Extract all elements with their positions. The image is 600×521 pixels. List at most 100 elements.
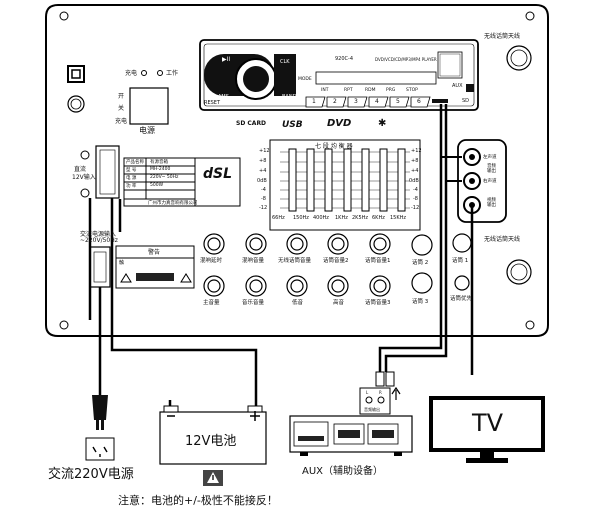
player-num-6[interactable]: 6	[417, 98, 421, 105]
sd-card-label: SD CARD	[236, 120, 267, 127]
brand-logo: dSL	[203, 166, 233, 182]
eq-scale-left-5: -8	[261, 196, 266, 202]
player-num-3[interactable]: 3	[354, 98, 358, 105]
nameplate-key-3: 功 率	[126, 184, 137, 189]
player-btn-int[interactable]: INT	[321, 88, 329, 93]
wires	[88, 104, 474, 412]
dc-input-socket	[95, 145, 120, 199]
knobs-row-1	[203, 233, 391, 255]
charge-led-label: 充电	[125, 70, 138, 77]
eq-band-5: 6KHz	[372, 215, 385, 221]
aux-device-label: AUX（辅助设备）	[302, 466, 384, 477]
knobs-row-2	[203, 275, 391, 297]
dc-input-label-2: 12V输入	[72, 174, 96, 181]
dc-minus-terminal	[80, 150, 90, 160]
player-clk-label: CLK	[280, 59, 290, 65]
switch-charge-label: 充电	[115, 118, 128, 125]
battery-label: 12V电池	[185, 434, 237, 449]
knob-label-reverb-volume: 混响音量	[242, 258, 265, 264]
rca-label-video-out: 视频输出	[487, 198, 496, 208]
player-number-buttons	[305, 96, 431, 108]
jack-label-mic2: 话筒 2	[412, 260, 429, 266]
double-insulation-icon	[67, 65, 85, 83]
panel-screws	[59, 11, 535, 330]
jack-label-mic-priority: 话筒优先	[450, 296, 473, 302]
certification-icon	[67, 95, 85, 113]
power-label: 电源	[139, 126, 155, 135]
knob-label-music: 音乐音量	[242, 300, 265, 306]
eq-scale-left-6: -12	[259, 205, 268, 211]
eq-band-3: 1KHz	[335, 215, 348, 221]
equalizer-panel	[269, 139, 421, 231]
rca-label-right: 右声道	[483, 179, 497, 184]
knob-label-mic2: 话筒音量2	[323, 258, 349, 264]
player-btn-rdm[interactable]: RDM	[365, 88, 376, 93]
eq-band-1: 150Hz	[293, 215, 309, 221]
eq-band-6: 15KHz	[390, 215, 407, 221]
brand-panel	[194, 157, 241, 207]
nameplate-val-2: 220V~ 50Hz	[150, 175, 179, 180]
knob-label-master: 主音量	[203, 300, 220, 306]
bluetooth-icon: ✱	[378, 118, 387, 129]
rca-plugs	[375, 371, 395, 387]
player-num-5[interactable]: 5	[396, 98, 400, 105]
eq-title: 七 段 均 衡 器	[315, 143, 353, 150]
warning-sub-text: 触	[119, 260, 125, 266]
eq-scale-left-2: +4	[259, 168, 267, 174]
player-band-label: BAND	[282, 94, 297, 100]
player-num-2[interactable]: 2	[333, 98, 337, 105]
player-btn-rpt[interactable]: RPT	[344, 88, 353, 93]
aux-device	[289, 386, 413, 456]
knob-label-treble: 高音	[333, 300, 345, 306]
player-btn-prg[interactable]: PRG	[386, 88, 396, 93]
eq-scale-left-4: -4	[261, 187, 266, 193]
rca-output-block	[457, 139, 507, 223]
cd-player-faceplate	[199, 39, 479, 111]
nameplate-val-1: MH-2400	[150, 167, 171, 172]
dc-input-label-1: 直流	[74, 166, 87, 173]
switch-on-label: 开	[118, 93, 125, 100]
ac-input-socket	[89, 246, 111, 288]
ac-source-label: 交流220V电源	[48, 467, 134, 482]
jack-label-mic3: 话筒 3	[412, 299, 429, 305]
sd-slot	[432, 99, 448, 103]
jack-label-mic1: 话筒 1	[452, 258, 469, 264]
player-num-4[interactable]: 4	[375, 98, 379, 105]
work-led-label: 工作	[166, 70, 179, 77]
antenna-label-right: 无线话筒天线	[484, 236, 521, 243]
player-sd-label: SD	[462, 98, 470, 104]
warning-label-text: 警告	[148, 249, 161, 256]
eq-scale-right-4: -4	[413, 187, 418, 193]
knob-label-wireless-mic: 无线话筒音量	[278, 258, 312, 264]
wall-socket	[85, 437, 115, 461]
nameplate-key-2: 电 源	[126, 176, 137, 181]
eq-band-4: 2K5Hz	[352, 215, 369, 221]
work-led	[157, 70, 163, 76]
player-btn-stop[interactable]: STOP	[406, 88, 418, 93]
charge-led	[141, 70, 147, 76]
knob-label-mic1: 话筒音量1	[365, 258, 391, 264]
rca-label-left: 左声道	[483, 155, 497, 160]
aux-l-label: L	[366, 390, 369, 395]
player-play-label: ▶II	[222, 56, 231, 63]
switch-off-label: 关	[118, 105, 125, 112]
nameplate-val-0: 有源音箱	[150, 160, 168, 165]
player-num-1[interactable]: 1	[312, 98, 316, 105]
eq-scale-left-0: +12	[259, 148, 270, 154]
nameplate-maker: 广州市力真音响有限公司	[148, 201, 198, 206]
rca-label-audio-out: 音频输出	[487, 164, 496, 174]
battery	[159, 405, 267, 465]
tv-label: TV	[472, 409, 504, 437]
polarity-note: 注意：电池的+/-极性不能接反！	[118, 494, 278, 507]
eq-scale-right-0: +12	[411, 148, 422, 154]
dc-plus-terminal	[80, 188, 90, 198]
eq-band-2: 400Hz	[313, 215, 329, 221]
ac-input-label-1: 交流电源输入	[80, 231, 117, 238]
eq-scale-right-2: +4	[411, 168, 419, 174]
eq-scale-right-3: 0dB	[409, 178, 419, 184]
antenna-label-top: 无线话筒天线	[484, 33, 521, 40]
player-aux-label: AUX	[452, 83, 463, 89]
aux-r-label: R	[379, 390, 382, 395]
player-ams-label: AMS	[218, 94, 229, 100]
